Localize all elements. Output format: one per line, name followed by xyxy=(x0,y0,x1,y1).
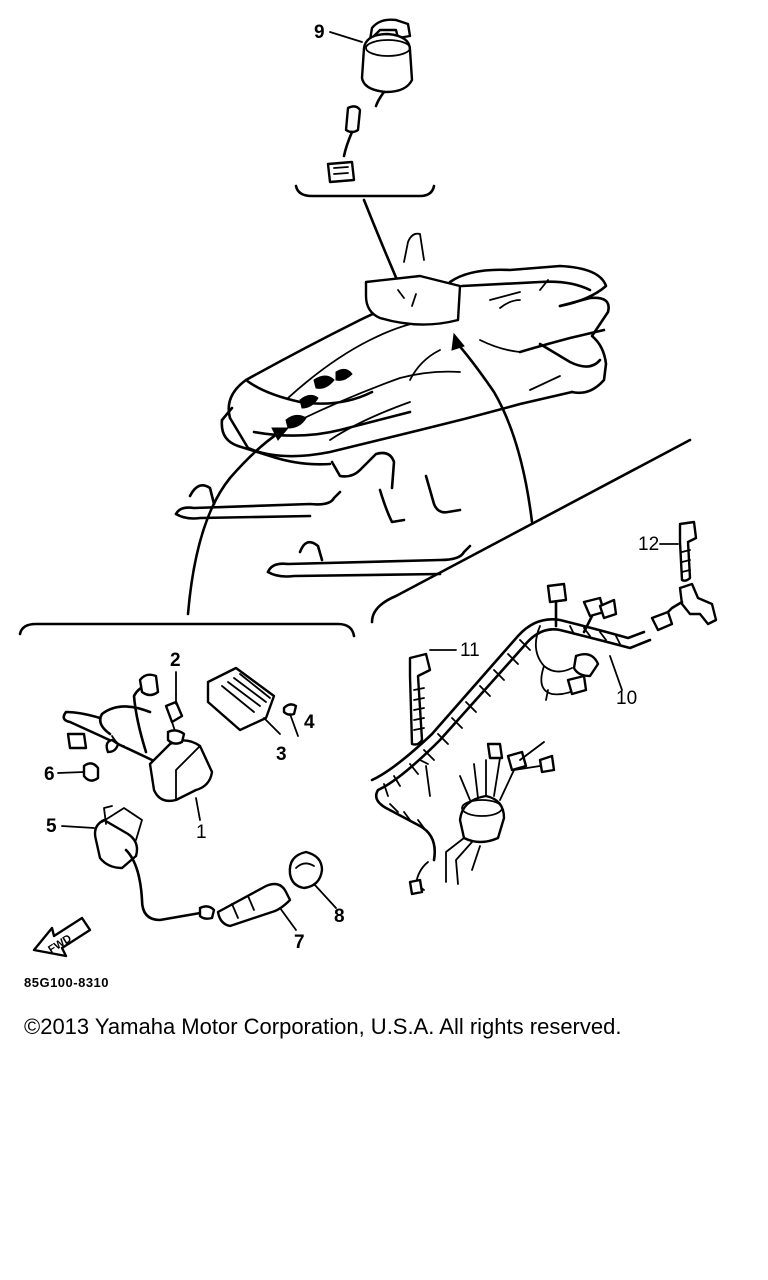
diagram-code: 85G100-8310 xyxy=(24,975,110,990)
callout-4: 4 xyxy=(304,712,315,733)
arrow-right xyxy=(454,340,534,524)
callout-3: 3 xyxy=(276,744,287,765)
callout-label-4: 4 xyxy=(304,712,315,733)
parts-diagram-svg: 9 12 11 10 2 4 3 6 1 5 8 7 FWD xyxy=(18,18,718,958)
callout-5: 5 xyxy=(46,816,95,837)
snowmobile-illustration xyxy=(174,232,610,578)
grommet-part xyxy=(288,850,324,890)
ignition-coil-part xyxy=(93,805,216,922)
callout-label-5: 5 xyxy=(46,816,57,837)
main-switch-bracket xyxy=(294,184,436,198)
cdi-unit-part xyxy=(62,673,214,803)
callout-label-2: 2 xyxy=(170,650,181,671)
callout-label-8: 8 xyxy=(334,906,345,927)
callout-label-10: 10 xyxy=(616,688,637,709)
callout-12: 12 xyxy=(638,534,679,555)
callout-8: 8 xyxy=(313,883,345,927)
callout-label-11: 11 xyxy=(460,640,480,661)
callout-label-9: 9 xyxy=(314,22,325,43)
cable-tie-12-part xyxy=(678,520,698,582)
callout-11: 11 xyxy=(429,640,480,661)
callout-1: 1 xyxy=(195,797,207,843)
callout-label-12: 12 xyxy=(638,534,659,555)
parts-diagram: 9 12 11 10 2 4 3 6 1 5 8 7 FWD xyxy=(18,18,718,958)
copyright-notice: ©2013 Yamaha Motor Corporation, U.S.A. A… xyxy=(24,1014,622,1039)
wire-harness-part xyxy=(370,582,652,896)
callout-6: 6 xyxy=(44,764,85,785)
left-section-bracket xyxy=(18,622,356,638)
callout-label-1: 1 xyxy=(196,822,207,843)
arrow-left xyxy=(186,430,282,616)
fwd-arrow-icon xyxy=(32,916,92,958)
bolt-2-part xyxy=(164,693,186,745)
cable-tie-11-part xyxy=(408,652,432,746)
spark-plug-cap-part xyxy=(216,882,292,928)
callout-10: 10 xyxy=(609,655,637,709)
callout-label-7: 7 xyxy=(294,932,305,953)
callout-2: 2 xyxy=(170,650,181,695)
callout-7: 7 xyxy=(279,907,305,953)
regulator-part xyxy=(206,666,281,735)
clamp-part xyxy=(650,582,718,632)
callout-9: 9 xyxy=(314,22,363,43)
nut-part xyxy=(82,762,100,782)
callout-label-3: 3 xyxy=(276,744,287,765)
callout-label-6: 6 xyxy=(44,764,55,785)
right-section-bracket xyxy=(370,438,692,624)
screw-4-part xyxy=(282,703,299,737)
main-switch-part xyxy=(326,18,414,184)
